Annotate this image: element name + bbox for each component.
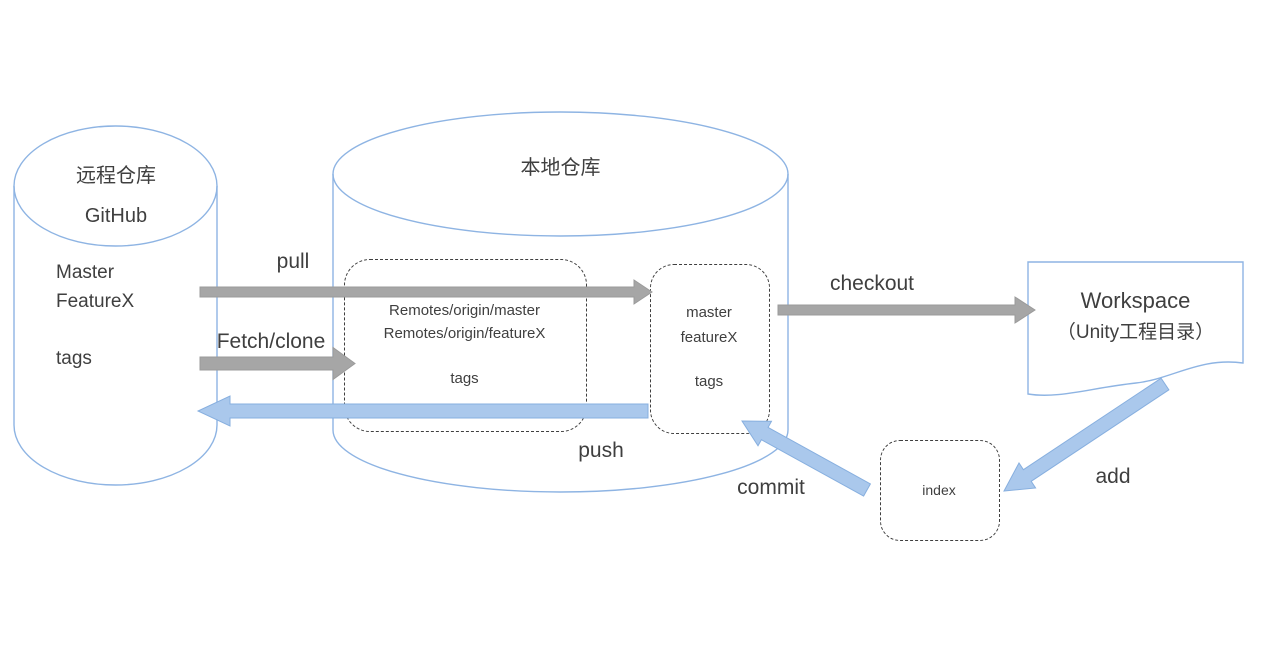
add-arrow — [1003, 377, 1170, 492]
remote-tracking-master: Remotes/origin/master — [389, 302, 540, 319]
workspace-document-shape — [1027, 261, 1244, 396]
commit-arrow — [741, 420, 872, 497]
add-label: add — [1095, 465, 1131, 488]
remote-branch-master: Master — [56, 262, 115, 283]
push-arrow — [196, 395, 649, 427]
index-box — [880, 440, 1000, 541]
remote-tracking-box — [344, 259, 587, 432]
local-branches-box — [650, 264, 770, 434]
workspace-title: Workspace — [1080, 288, 1191, 313]
remote-tags-label: tags — [56, 348, 92, 369]
fetch-clone-arrow — [199, 346, 356, 381]
remote-repo-title: 远程仓库 — [76, 165, 156, 187]
commit-label: commit — [737, 476, 805, 499]
pull-arrow — [199, 279, 653, 305]
checkout-label: checkout — [829, 272, 915, 295]
fetch-clone-label: Fetch/clone — [216, 330, 326, 353]
remote-repo-subtitle: GitHub — [84, 205, 148, 227]
local-repo-title: 本地仓库 — [520, 157, 601, 179]
local-repo-cylinder-body — [332, 174, 789, 493]
index-label: index — [922, 482, 956, 498]
local-branch-master: master — [686, 304, 732, 321]
remote-tracking-tags-label: tags — [450, 370, 479, 387]
remote-repo-cylinder-body — [13, 186, 218, 486]
local-branch-featurex: featureX — [680, 329, 738, 346]
checkout-arrow — [777, 296, 1036, 324]
remote-tracking-featurex: Remotes/origin/featureX — [383, 325, 546, 342]
workspace-subtitle: （Unity工程目录） — [1056, 322, 1215, 343]
local-branches-tags-label: tags — [694, 373, 724, 390]
pull-label: pull — [276, 250, 310, 273]
remote-branch-featurex: FeatureX — [56, 291, 135, 312]
push-label: push — [578, 439, 624, 462]
